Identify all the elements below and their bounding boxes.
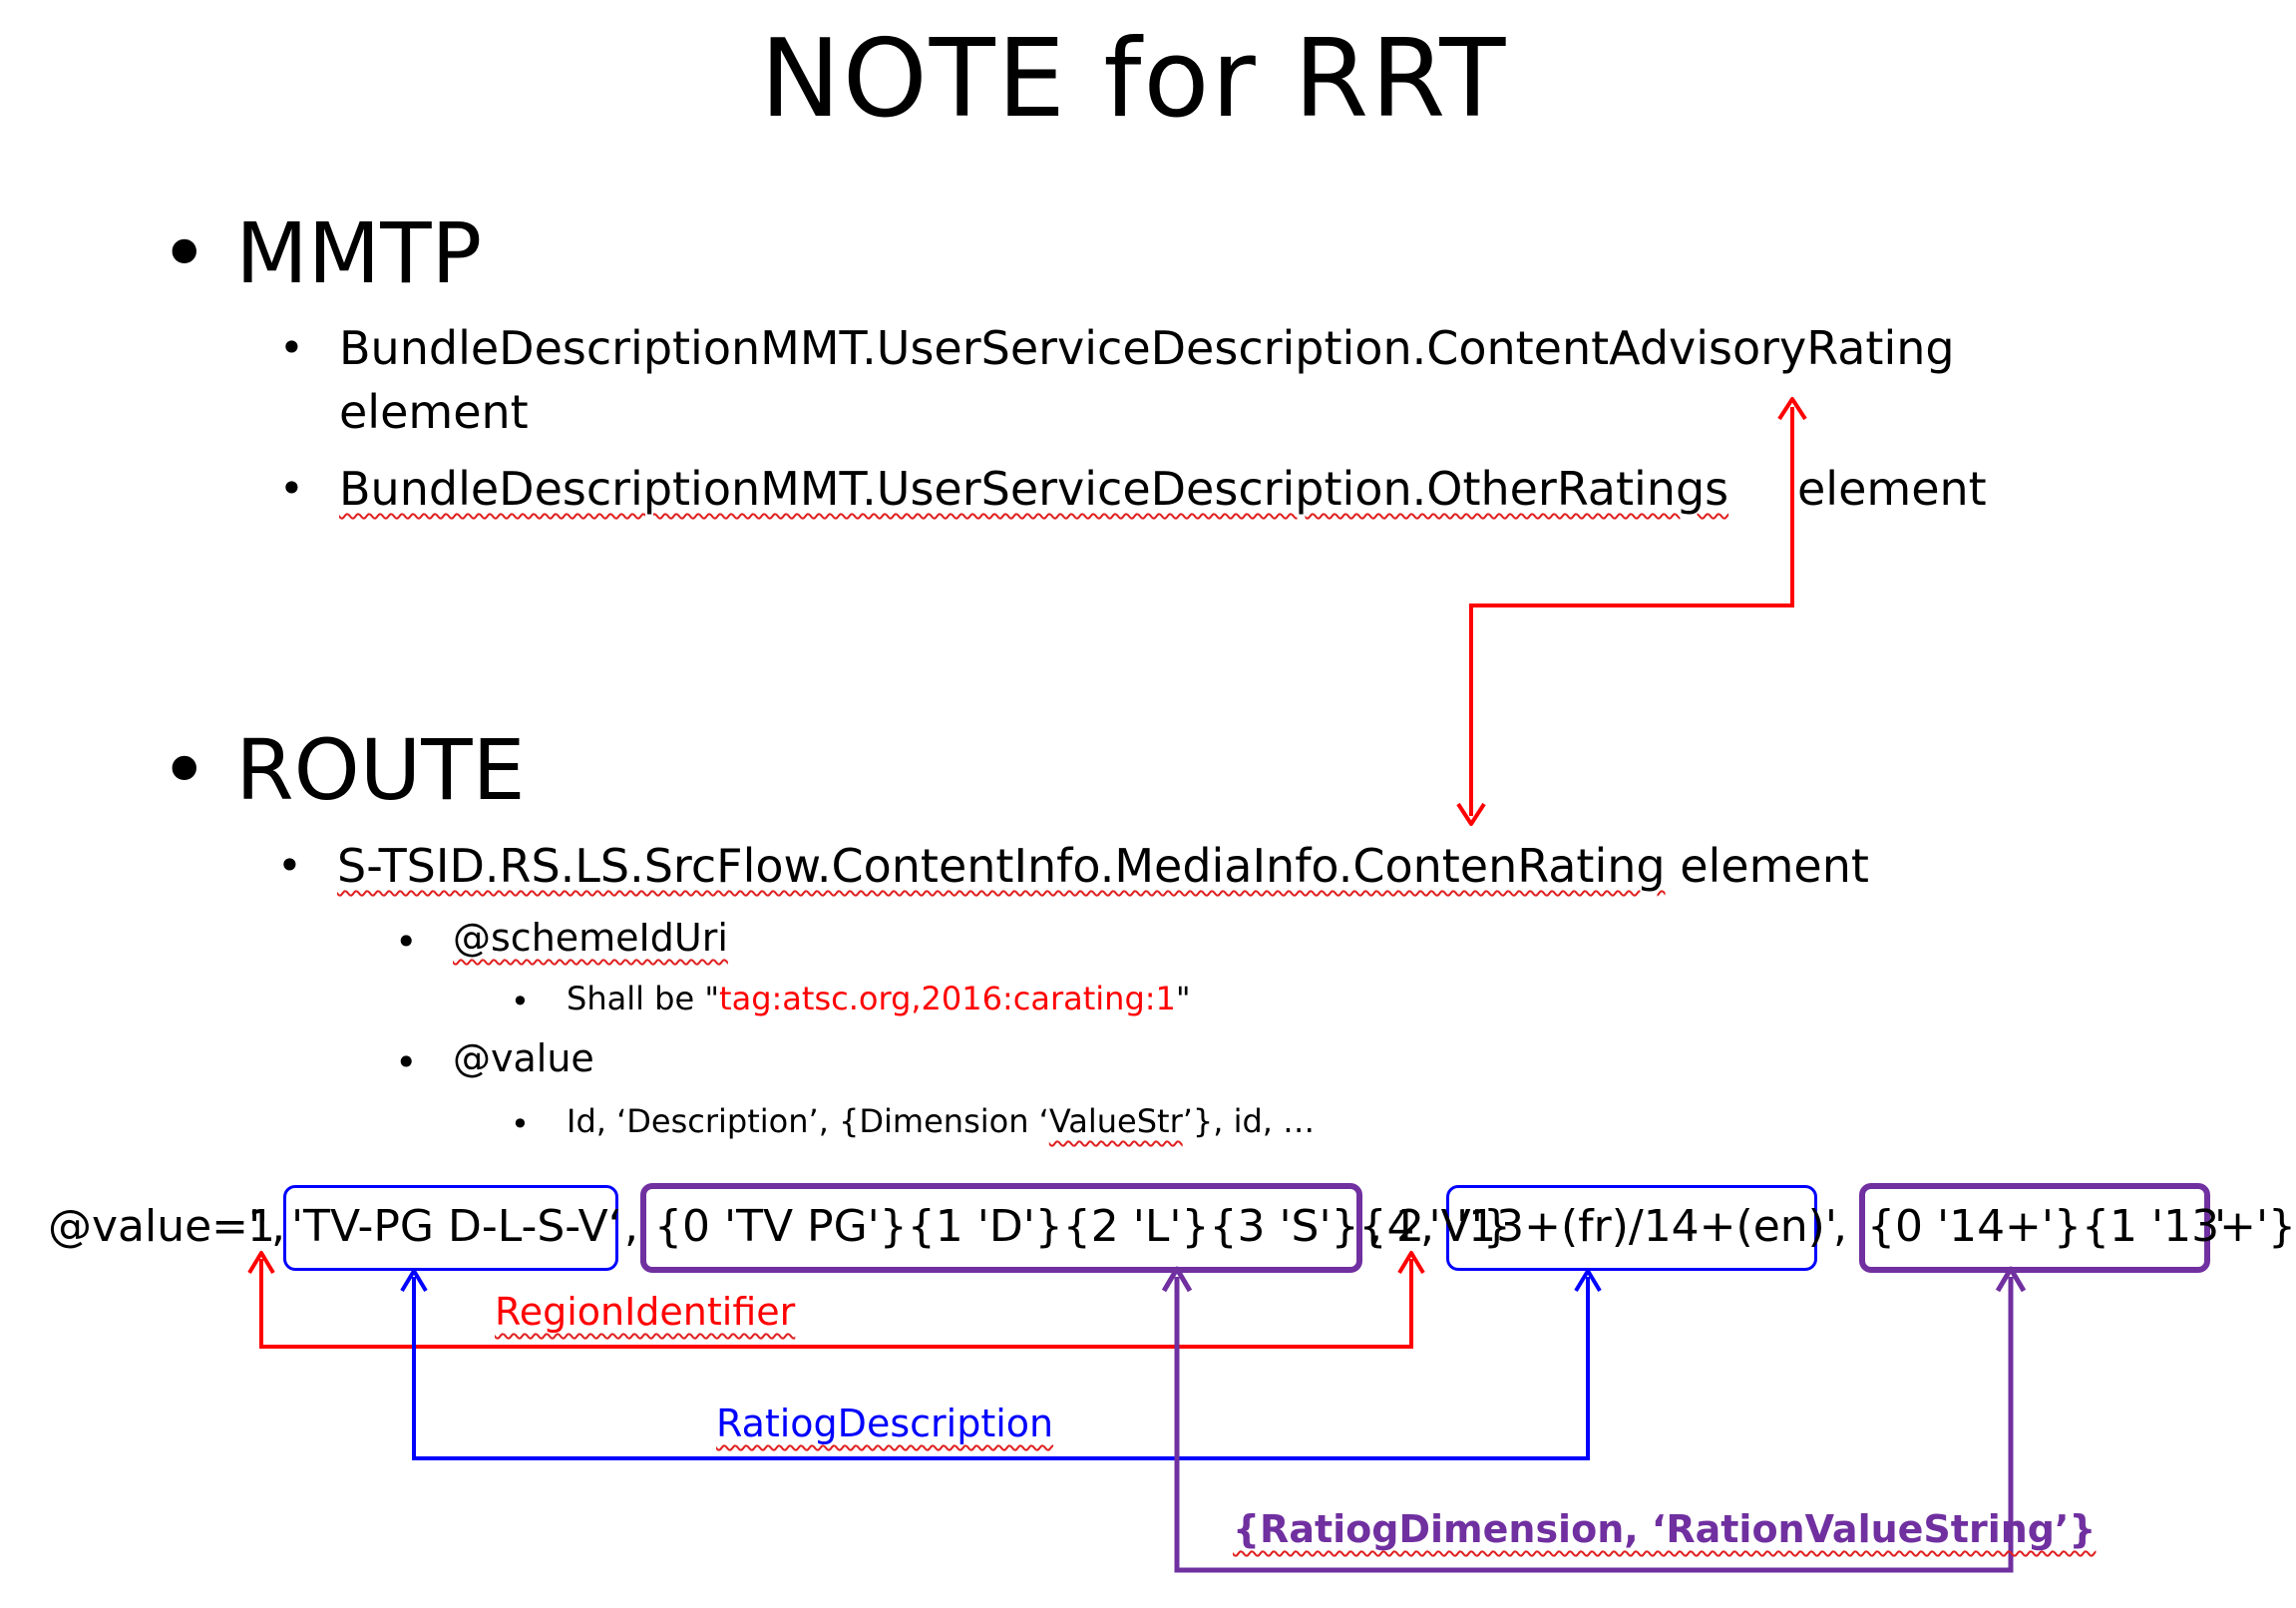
value-end-quote: '	[2214, 1201, 2227, 1252]
comma: ,	[271, 1201, 285, 1252]
value-prefix: @value="	[48, 1201, 269, 1252]
mmtp-heading-label: MMTP	[235, 204, 483, 302]
scheme-rule-value: tag:atsc.org,2016:carating:1	[719, 980, 1176, 1017]
bullet: •	[277, 841, 302, 890]
mmtp-item-2-suffix: element	[1797, 462, 1987, 516]
region-identifier-arrow	[247, 1251, 1425, 1349]
value-format-word: ValueStr	[1048, 1102, 1183, 1140]
page-title: NOTE for RRT	[760, 17, 1508, 142]
rating-description-label-text: RatiogDescription	[716, 1402, 1054, 1445]
route-heading: • ROUTE	[160, 728, 526, 812]
value-format-prefix: Id, ‘Description’, {Dimension ‘	[567, 1102, 1049, 1140]
dimensions-1: {0 'TV PG'}{1 'D'}{2 'L'}{3 'S'}{4 'V'}	[654, 1201, 1511, 1252]
bullet: •	[279, 323, 304, 372]
route-item-suffix: element	[1665, 839, 1869, 893]
region-id-2: 2	[1396, 1201, 1424, 1252]
value-format: Id, ‘Description’, {Dimension ‘ValueStr’…	[567, 1105, 1315, 1137]
scheme-rule-suffix: "	[1175, 980, 1191, 1017]
mmtp-item-2-path-text: BundleDescriptionMMT.UserServiceDescript…	[339, 462, 1729, 516]
rating-dimension-label: {RatiogDimension, ‘RationValueString’}	[1233, 1510, 2096, 1548]
comma: ,	[1833, 1201, 1847, 1252]
scheme-attr: @schemeIdUri	[453, 919, 728, 957]
description-box-1	[283, 1185, 618, 1271]
bullet: •	[160, 204, 209, 302]
value-attr: @value	[453, 1036, 594, 1080]
route-item-path: S-TSID.RS.LS.SrcFlow.ContentInfo.MediaIn…	[337, 839, 1666, 893]
comma: ,	[624, 1201, 638, 1252]
region-identifier-label: RegionIdentifier	[495, 1293, 795, 1331]
dimensions-2: {0 '14+'}{1 '13+'}	[1867, 1201, 2296, 1252]
description-box-2	[1446, 1185, 1817, 1271]
scheme-rule: Shall be "tag:atsc.org,2016:carating:1"	[567, 983, 1191, 1014]
rating-dimension-label-text: {RatiogDimension, ‘RationValueString’}	[1233, 1507, 2097, 1551]
comma: ,	[1420, 1201, 1434, 1252]
route-item: S-TSID.RS.LS.SrcFlow.ContentInfo.MediaIn…	[337, 843, 1869, 889]
scheme-attr-text: @schemeIdUri	[453, 916, 728, 960]
bullet: •	[395, 920, 418, 964]
comma: ,	[1368, 1201, 1382, 1252]
mmtp-item-2-path: BundleDescriptionMMT.UserServiceDescript…	[339, 466, 1728, 512]
bullet: •	[511, 983, 530, 1020]
description-1: 'TV-PG D-L-S-V‘	[291, 1201, 622, 1252]
region-identifier-label-text: RegionIdentifier	[495, 1290, 796, 1334]
rating-description-label: RatiogDescription	[716, 1405, 1053, 1442]
rating-description-arrow	[400, 1269, 1602, 1460]
bullet: •	[279, 464, 304, 513]
scheme-rule-prefix: Shall be "	[567, 980, 720, 1017]
rating-dimension-arrow	[1161, 1266, 2027, 1573]
bullet: •	[511, 1105, 530, 1143]
bullet: •	[160, 721, 209, 819]
description-2: '13+(fr)/14+(en)'	[1456, 1201, 1837, 1252]
mmtp-item-1-line1: BundleDescriptionMMT.UserServiceDescript…	[339, 321, 1955, 375]
value-format-suffix: ’}, id, …	[1182, 1102, 1316, 1140]
region-id-1: 1	[247, 1201, 275, 1252]
mmtp-item-1-line2: element	[339, 385, 529, 439]
dimension-box-2	[1859, 1183, 2210, 1273]
mmtp-route-link-arrow	[1456, 397, 1807, 826]
bullet: •	[395, 1040, 418, 1084]
route-heading-label: ROUTE	[235, 721, 526, 819]
mmtp-heading: • MMTP	[160, 211, 482, 295]
dimension-box-1	[640, 1183, 1362, 1273]
